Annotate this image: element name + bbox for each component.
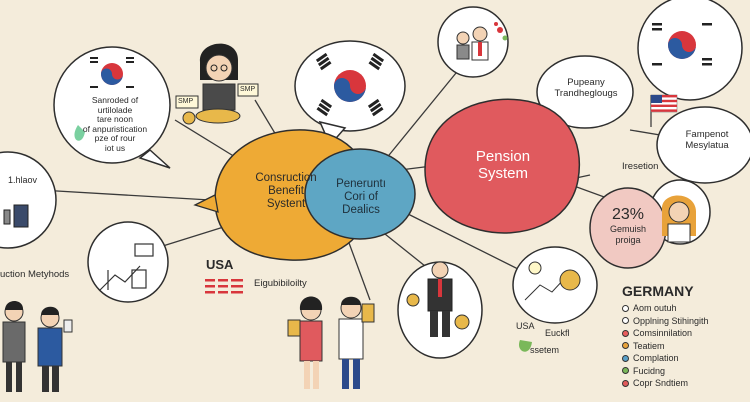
- sign-label-left: SMP: [178, 98, 194, 105]
- legend-item-label: Teatiem: [633, 340, 665, 351]
- euckfl-label: Euckfl: [545, 328, 570, 338]
- legend-dot-icon: [622, 329, 629, 337]
- center-hub-label: Peneruntı Cori of Dealics: [315, 178, 407, 218]
- hub-pension: [424, 98, 581, 234]
- bubble-line: 1.hlaov: [8, 175, 38, 185]
- bubble-left-mid: [0, 151, 57, 249]
- eligibility-label: Eigubibiloilty: [254, 278, 307, 289]
- left-top-bubble-text: Sanroded of urtilolade tare noon of anpu…: [70, 95, 160, 153]
- woman-with-money-icon: [175, 43, 259, 125]
- bubble-line: tare noon: [97, 114, 133, 125]
- legend-item-label: Opplning Stihingith: [633, 315, 709, 326]
- legend-dot-icon: [622, 354, 629, 362]
- hub-label-line: Benefit: [268, 185, 304, 198]
- bubble-line: Pupeany: [567, 77, 605, 88]
- sign-label-right: SMP: [240, 86, 256, 93]
- legend-dot-icon: [622, 304, 629, 312]
- chart-doodle-icon: [99, 243, 154, 291]
- usa-label-bottom: USA: [516, 321, 535, 331]
- germany-legend-item: Aom outuh: [622, 302, 709, 315]
- person-icon-left-1: [2, 301, 26, 392]
- legend-item-label: Copr Sndtiem: [633, 378, 689, 389]
- hub-center: [304, 148, 416, 240]
- bubble-line: pze of rour: [94, 133, 136, 144]
- bubble-right-upper: [536, 55, 634, 129]
- right-upper-bubble-text: Pupeany Trandheglougs: [544, 77, 628, 100]
- businessman-icon: [406, 261, 470, 337]
- germany-legend-item: Comsinnilation: [622, 327, 709, 340]
- woman-portrait-icon: [661, 195, 697, 243]
- hub-label-line: System: [477, 165, 528, 183]
- legend-dot-icon: [622, 317, 629, 325]
- person-icon-center-man: [338, 296, 375, 389]
- bubble-line: Fampenot: [685, 129, 729, 140]
- right-pct-bubble-text: 23% Gemuish proiga: [596, 206, 660, 245]
- bubble-line: urtilolade: [97, 104, 133, 115]
- iresetion-label: Iresetion: [622, 161, 659, 172]
- bubble-line: proiga: [615, 234, 641, 245]
- legend-item-label: Complation: [633, 353, 679, 364]
- bubble-line: of anpuristication: [82, 123, 148, 134]
- us-flag-icon: [650, 94, 678, 127]
- right-mid-bubble-text: Fampenot Mesylatua: [668, 129, 746, 152]
- hub-label-line: Cori of: [344, 191, 378, 204]
- legend-dot-icon: [622, 342, 629, 350]
- ssetem-label: ssetem: [530, 345, 560, 355]
- legend-dot-icon: [622, 379, 629, 387]
- people-group-icon: [456, 22, 508, 61]
- germany-legend-item: Complation: [622, 352, 709, 365]
- korean-flag-icon: [315, 52, 385, 117]
- hub-label-line: Systent: [266, 198, 306, 211]
- tools-icon: [3, 204, 29, 228]
- korean-flag-icon-small: [90, 57, 134, 88]
- ideas-icon: [524, 261, 581, 301]
- hub-label-line: Pension: [475, 148, 531, 165]
- germany-legend-item: Opplning Stihingith: [622, 315, 709, 328]
- left-mid-bubble-text: 1.hlaov: [8, 175, 37, 185]
- hub-label-line: Consruction: [255, 172, 317, 184]
- bubble-line: Mesylatua: [685, 139, 729, 151]
- legend-dot-icon: [622, 367, 629, 375]
- methods-label: uction Metyhods: [0, 269, 70, 280]
- leaf-icon-bottom: [518, 340, 532, 352]
- usa-label-mid: USA: [206, 257, 234, 272]
- korean-flag-icon-corner: [652, 23, 712, 66]
- usa-stripes-icon: [205, 279, 243, 294]
- hub-label-line: Dealics: [342, 204, 380, 217]
- germany-title: GERMANY: [622, 283, 694, 299]
- bubble-bottom-ideas: [512, 246, 598, 324]
- leaf-icon: [74, 125, 85, 141]
- construction-hub-label: Consruction Benefit Systent: [226, 172, 346, 212]
- bubble-line: Gemuish: [609, 224, 646, 235]
- bubble-line: iot us: [104, 142, 126, 153]
- bubble-right-mid: [656, 106, 750, 184]
- legend-item-label: Comsinnilation: [633, 328, 693, 339]
- percentage-value: 23%: [611, 206, 645, 223]
- pension-hub-label: Pension System: [445, 148, 561, 183]
- germany-legend-item: Teatiem: [622, 340, 709, 353]
- germany-legend-item: Copr Sndtiem: [622, 377, 709, 390]
- bubble-line: Trandheglougs: [554, 87, 618, 99]
- legend-item-label: Aom outuh: [633, 303, 677, 314]
- hub-label-line: Peneruntı: [336, 178, 386, 190]
- person-icon-center-woman: [287, 296, 323, 389]
- bubble-line: Sanroded of: [91, 95, 139, 105]
- legend-item-label: Fucidng: [633, 365, 666, 376]
- germany-legend-item: Fucidng: [622, 365, 709, 378]
- person-icon-left-2: [37, 306, 73, 392]
